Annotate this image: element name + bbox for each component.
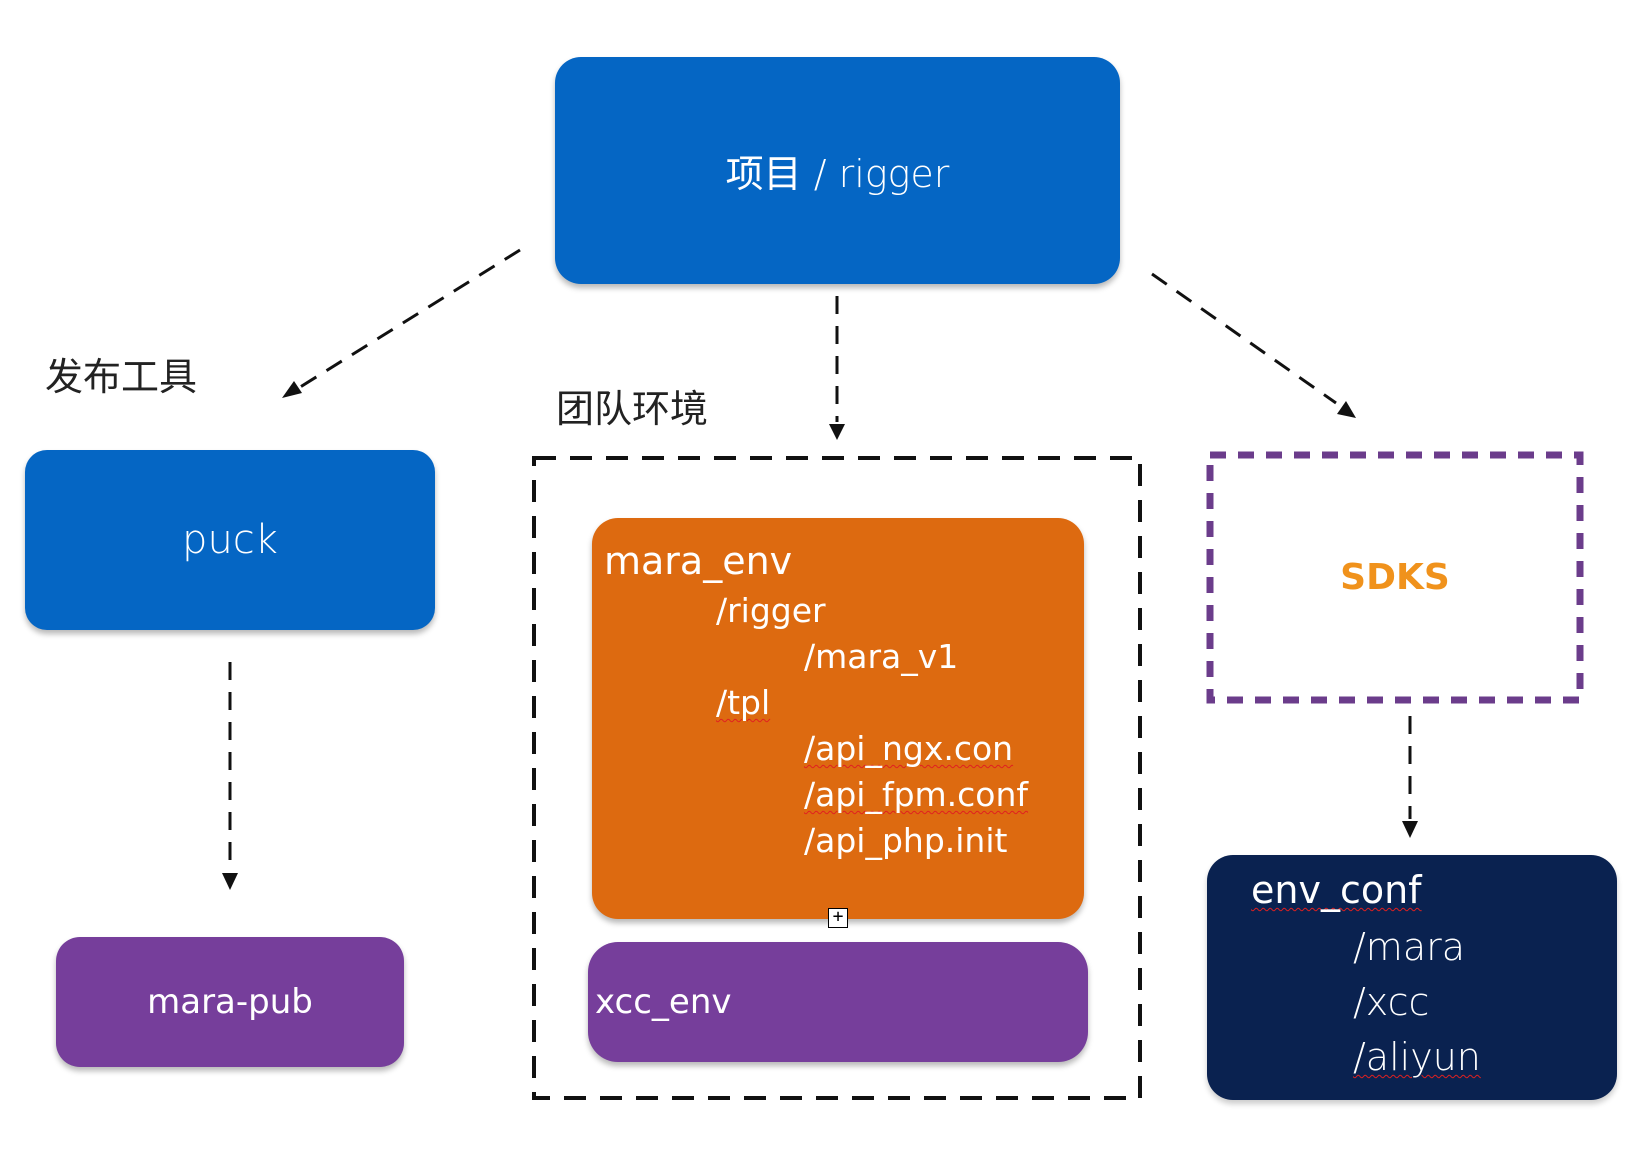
team-env-container bbox=[532, 456, 1142, 1100]
mara-pub-box[interactable]: mara-pub bbox=[56, 937, 404, 1067]
mara-env-line: /rigger bbox=[716, 591, 826, 630]
xcc-env-box[interactable]: xcc_env bbox=[588, 942, 1088, 1062]
sdks-box[interactable]: SDKS bbox=[1210, 455, 1580, 700]
mara-env-line: /mara_v1 bbox=[804, 637, 959, 676]
team-env-caption: 团队环境 bbox=[556, 387, 709, 431]
project-label: 项目 / rigger bbox=[725, 152, 950, 196]
release-tools-caption: 发布工具 bbox=[45, 355, 198, 399]
sdks-container bbox=[1206, 451, 1584, 704]
arrowhead-project-to-team-env bbox=[829, 424, 845, 440]
xcc-env-label: xcc_env bbox=[595, 982, 732, 1022]
puck-label: puck bbox=[182, 517, 278, 563]
plus-square-icon[interactable]: + bbox=[828, 908, 848, 928]
env-conf-line: /mara bbox=[1353, 925, 1466, 969]
mara-env-title: mara_env bbox=[604, 539, 793, 583]
project-box[interactable]: 项目 / rigger bbox=[555, 57, 1120, 284]
arrow-project-to-sdks bbox=[1151, 272, 1337, 405]
arrowhead-project-to-sdks bbox=[1337, 401, 1356, 418]
mara-env-line: /api_php.init bbox=[804, 821, 1008, 860]
env-conf-line: /aliyun bbox=[1353, 1035, 1481, 1079]
sdks-label: SDKS bbox=[1340, 557, 1450, 598]
arrowhead-project-to-puck bbox=[282, 381, 302, 398]
arrowhead-sdks-to-env-conf bbox=[1402, 821, 1418, 838]
env-conf-title: env_conf bbox=[1251, 868, 1422, 912]
mara-pub-label: mara-pub bbox=[147, 982, 313, 1022]
arrowhead-puck-to-mara-pub bbox=[222, 873, 238, 890]
mara-env-line: /tpl bbox=[716, 683, 771, 722]
puck-box[interactable]: puck bbox=[25, 450, 435, 630]
arrow-project-to-puck bbox=[296, 248, 521, 391]
mara-env-line: /api_fpm.conf bbox=[804, 775, 1029, 814]
env-conf-line: /xcc bbox=[1353, 980, 1430, 1024]
mara-env-box[interactable]: mara_env /rigger /mara_v1 /tpl /api_ngx.… bbox=[592, 518, 1084, 919]
mara-env-line: /api_ngx.con bbox=[804, 729, 1014, 768]
env-conf-box[interactable]: env_conf /mara /xcc /aliyun bbox=[1207, 855, 1617, 1100]
